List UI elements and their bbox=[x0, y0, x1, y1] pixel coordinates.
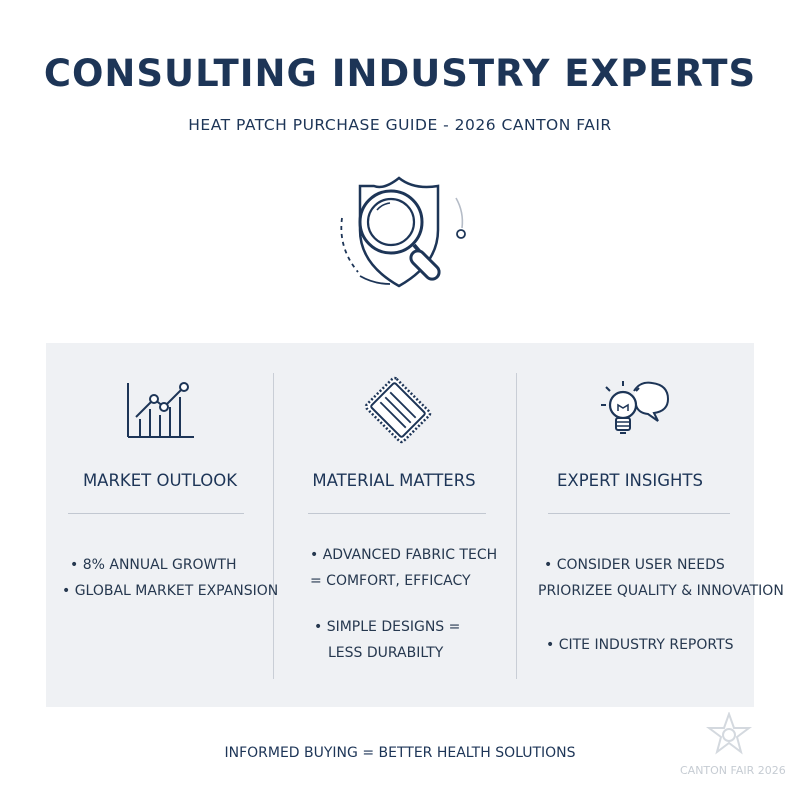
column-rule bbox=[308, 513, 486, 514]
fabric-patch-icon bbox=[364, 376, 432, 444]
page-subtitle: HEAT PATCH PURCHASE GUIDE - 2026 CANTON … bbox=[188, 116, 612, 134]
growth-chart-icon bbox=[127, 382, 194, 438]
list-item: • GLOBAL MARKET EXPANSION bbox=[62, 583, 279, 599]
list-item: • ADVANCED FABRIC TECH bbox=[310, 547, 498, 563]
column-rule bbox=[548, 513, 730, 514]
column-title: EXPERT INSIGHTS bbox=[557, 471, 703, 490]
column-rule bbox=[68, 513, 244, 514]
list-item: LESS DURABILTY bbox=[328, 645, 444, 661]
list-item: = COMFORT, EFFICACY bbox=[310, 573, 471, 589]
list-item: • SIMPLE DESIGNS = bbox=[314, 619, 461, 635]
lightbulb-chat-icon bbox=[601, 381, 670, 434]
column-material-matters: MATERIAL MATTERS • ADVANCED FABRIC TECH … bbox=[282, 343, 518, 707]
star-logo-icon bbox=[706, 712, 752, 755]
page-title: CONSULTING INDUSTRY EXPERTS bbox=[43, 52, 757, 95]
column-title: MATERIAL MATTERS bbox=[312, 471, 476, 490]
watermark-text: CANTON FAIR 2026 bbox=[680, 764, 786, 777]
info-panel: MARKET OUTLOOK • 8% ANNUAL GROWTH • GLOB… bbox=[46, 343, 784, 707]
list-item: • 8% ANNUAL GROWTH bbox=[70, 557, 237, 573]
shield-magnifier-icon bbox=[340, 176, 466, 288]
column-market-outlook: MARKET OUTLOOK • 8% ANNUAL GROWTH • GLOB… bbox=[46, 343, 282, 707]
list-item: PRIORIZEE QUALITY & INNOVATION bbox=[538, 583, 784, 599]
column-divider bbox=[273, 373, 274, 679]
column-expert-insights: EXPERT INSIGHTS • CONSIDER USER NEEDS PR… bbox=[518, 343, 784, 707]
column-divider bbox=[516, 373, 517, 679]
column-title: MARKET OUTLOOK bbox=[82, 471, 238, 490]
list-item: • CONSIDER USER NEEDS bbox=[544, 557, 725, 573]
list-item: • CITE INDUSTRY REPORTS bbox=[546, 637, 734, 653]
footer-tagline: INFORMED BUYING = BETTER HEALTH SOLUTION… bbox=[224, 745, 576, 761]
